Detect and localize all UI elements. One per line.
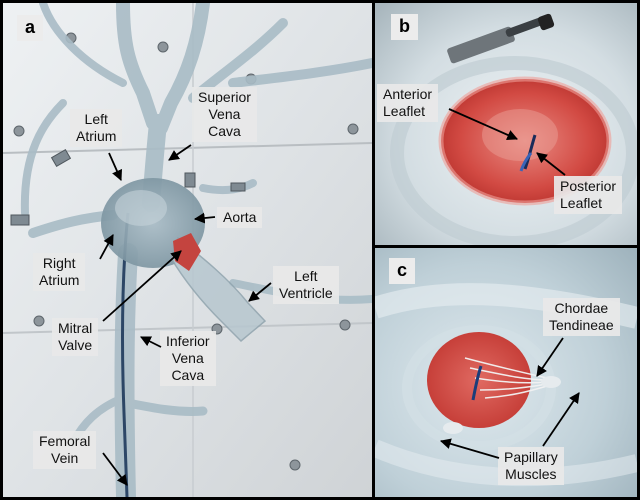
label-left-atrium: Left Atrium bbox=[70, 109, 123, 147]
label-aorta: Aorta bbox=[217, 207, 263, 228]
label-papillary-muscles: Papillary Muscles bbox=[498, 447, 564, 485]
label-mitral-valve: Mitral Valve bbox=[52, 318, 99, 356]
label-femoral-vein: Femoral Vein bbox=[33, 431, 97, 469]
panel-a-photo bbox=[3, 3, 372, 497]
panel-b-label: b bbox=[391, 14, 418, 40]
label-anterior-leaflet: Anterior Leaflet bbox=[377, 84, 439, 122]
panel-b: b Anterior Leaflet Posterior Leaflet bbox=[375, 3, 637, 245]
label-chordae-tendineae: Chordae Tendineae bbox=[543, 298, 620, 336]
panel-c-label: c bbox=[389, 258, 416, 284]
label-inferior-vena-cava: Inferior Vena Cava bbox=[160, 331, 216, 386]
label-left-ventricle: Left Ventricle bbox=[273, 266, 339, 304]
panel-a: a Superior Vena Cava Left Atrium Aorta R… bbox=[3, 3, 372, 497]
panel-a-label: a bbox=[17, 15, 44, 41]
label-right-atrium: Right Atrium bbox=[33, 253, 86, 291]
label-superior-vena-cava: Superior Vena Cava bbox=[192, 87, 257, 142]
panel-c: c Chordae Tendineae Papillary Muscles bbox=[375, 248, 637, 497]
label-posterior-leaflet: Posterior Leaflet bbox=[554, 176, 623, 214]
